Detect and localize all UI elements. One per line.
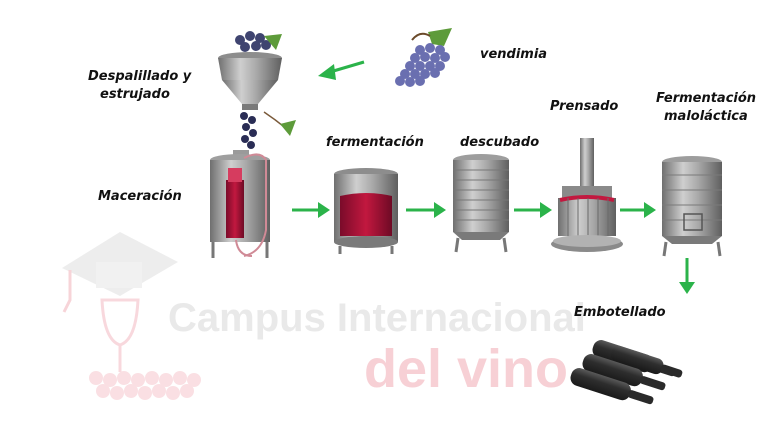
label-maceracion: Maceración bbox=[98, 189, 182, 204]
watermark-line-2: del vino bbox=[364, 339, 569, 399]
flow-arrow-4 bbox=[620, 202, 656, 218]
label-despalillado-line-2: estrujado bbox=[100, 87, 170, 102]
fermentation-vat-icon bbox=[334, 168, 398, 254]
label-malolactica-line-2: maloláctica bbox=[664, 109, 748, 124]
label-descubado: descubado bbox=[460, 135, 540, 150]
watermark-logo bbox=[62, 232, 201, 400]
label-despalillado-line-1: Despalillado y bbox=[88, 69, 192, 84]
label-fermentacion: fermentación bbox=[326, 135, 424, 150]
flow-arrow-1 bbox=[292, 202, 330, 218]
watermark-line-1: Campus Internacional bbox=[168, 296, 586, 340]
flow-arrow-3 bbox=[514, 202, 552, 218]
destemmer-crusher-icon bbox=[218, 31, 296, 149]
wine-bottles-icon bbox=[570, 340, 683, 405]
label-malolactica-line-1: Fermentación bbox=[656, 91, 757, 106]
grape-bunch-icon bbox=[395, 28, 452, 87]
malolactic-tank-icon bbox=[662, 156, 722, 257]
flow-arrow-2 bbox=[406, 202, 446, 218]
wine-press-icon bbox=[551, 138, 623, 252]
label-embotellado: Embotellado bbox=[574, 305, 666, 320]
maceration-tank-icon bbox=[210, 150, 270, 258]
flow-arrow-vendimia-to-destemmer bbox=[318, 60, 365, 80]
label-prensado: Prensado bbox=[550, 99, 619, 114]
flow-arrow-down bbox=[679, 258, 695, 294]
racking-tank-icon bbox=[453, 154, 509, 253]
label-vendimia: vendimia bbox=[480, 47, 548, 62]
